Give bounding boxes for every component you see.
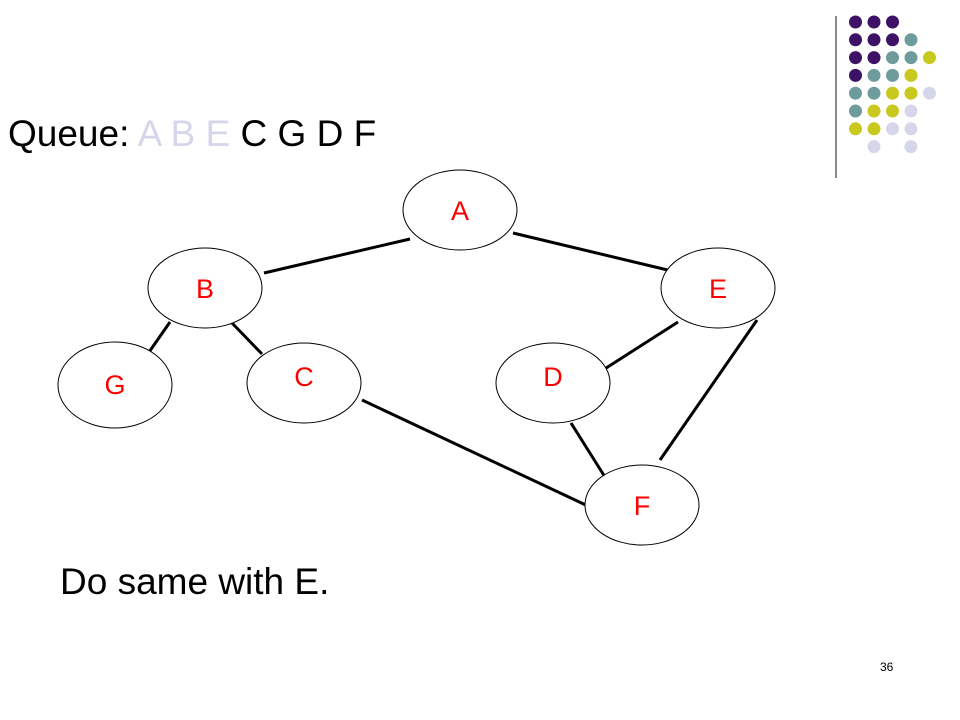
decorative-dot [849,68,862,82]
queue-item: F [353,113,377,154]
edge-b-c [230,321,264,356]
decorative-dot [849,51,862,65]
decorative-dot [867,15,881,29]
node-e: E [660,247,776,329]
decorative-dot [923,86,936,100]
node-f: F [584,464,700,546]
queue-item: D [316,113,344,154]
decorative-dot [867,51,881,65]
edge-a-e [512,231,677,274]
decorative-dot [904,122,918,136]
decorative-dot [886,122,899,136]
decorative-dot [886,86,899,100]
queue-item-visited: E [205,113,231,154]
decorative-dot [886,15,899,29]
decorative-dot [867,122,881,136]
page-number: 36 [880,660,894,674]
node-g: G [57,341,173,429]
node-label: G [104,370,125,400]
node-label: A [451,196,469,226]
decorative-dot [923,51,936,65]
decorative-dot [867,104,881,118]
edge-d-f [569,422,612,486]
decorative-dot [904,33,918,47]
decorative-dot [886,33,899,47]
queue-item-visited: A [137,113,161,154]
node-d: D [495,342,611,424]
decorative-dot [886,68,899,82]
node-c: C [246,342,362,424]
edge-e-d [602,320,679,372]
node-a: A [402,169,518,251]
decorative-dot [867,68,881,82]
node-label: F [634,491,651,521]
decorative-dot [904,104,918,118]
decorative-dot [904,86,918,100]
queue-item: G [277,113,307,154]
edge-b-g [145,321,172,356]
node-label: D [543,362,563,392]
decorative-dot [904,51,918,65]
decorative-dot [849,122,862,136]
decorative-dot [849,86,862,100]
edge-a-b [263,237,411,275]
decorative-dot [849,33,862,47]
decorative-dot [867,140,881,154]
node-label: C [294,362,314,392]
caption-text: Do same with E. [60,561,330,602]
decorative-dot [886,104,899,118]
vertical-divider [835,16,837,178]
decorative-dot [849,104,862,118]
node-label: E [709,274,727,304]
queue-item-visited: B [170,113,196,154]
edge-c-f [361,398,591,509]
queue-label: Queue: [8,113,130,154]
decorative-dot [904,68,918,82]
queue-line: Queue: A B E C G D F [8,110,376,158]
decorative-dot [904,140,918,154]
decorative-dot [886,51,899,65]
decorative-dot [867,33,881,47]
node-label: B [196,274,214,304]
node-b: B [147,247,263,329]
edge-e-f [658,319,759,461]
decorative-dot [867,86,881,100]
queue-item: C [240,113,268,154]
decorative-dot-grid [849,15,936,154]
decorative-dot [849,15,862,29]
